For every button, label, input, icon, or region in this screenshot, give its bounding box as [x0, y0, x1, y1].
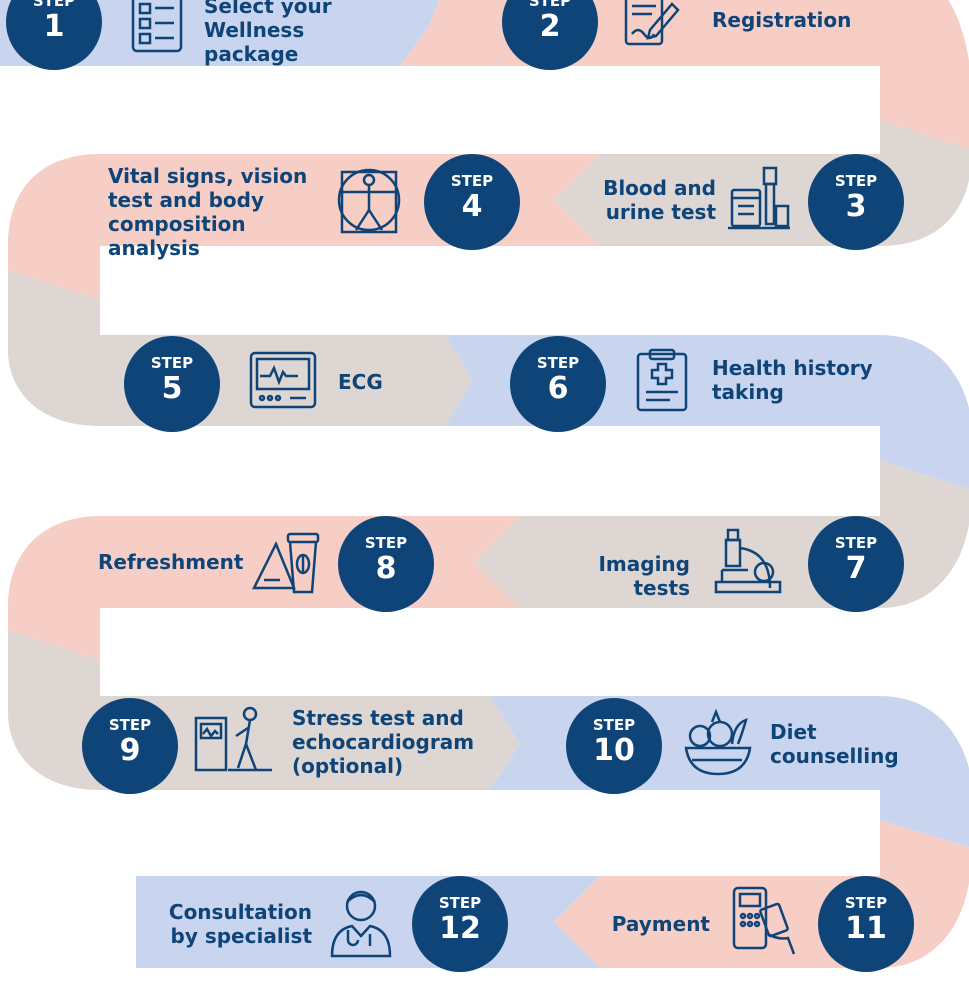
step-5-label: ECG: [338, 370, 383, 394]
vitruvian-man-icon: [334, 164, 404, 236]
step-3-label: Blood and urine test: [603, 176, 716, 224]
step-number: 3: [845, 189, 867, 224]
step-1-label: Select your Wellness package: [204, 0, 332, 66]
step-word: STEP: [528, 0, 572, 10]
lab-tubes-icon: [726, 164, 792, 236]
step-number: 11: [845, 911, 887, 946]
step-11-badge: STEP 11: [818, 876, 914, 972]
ecg-monitor-icon: [248, 350, 318, 410]
step-number: 9: [119, 733, 141, 768]
step-2-label: Registration: [712, 8, 852, 32]
step-6-label: Health history taking: [712, 356, 873, 404]
step-4-badge: STEP 4: [424, 154, 520, 250]
step-number: 5: [161, 371, 183, 406]
step-word: STEP: [150, 354, 194, 372]
step-9-label: Stress test and echocardiogram (optional…: [292, 706, 475, 778]
step-number: 10: [593, 733, 635, 768]
step-6-badge: STEP 6: [510, 336, 606, 432]
step-word: STEP: [834, 172, 878, 190]
step-5-badge: STEP 5: [124, 336, 220, 432]
step-word: STEP: [32, 0, 76, 10]
step-8-label: Refreshment: [98, 550, 244, 574]
clipboard-medical-icon: [634, 348, 690, 414]
step-word: STEP: [834, 534, 878, 552]
card-terminal-icon: [728, 884, 798, 960]
step-12-badge: STEP 12: [412, 876, 508, 972]
segment-step-5: [8, 270, 472, 426]
segment-step-1: [0, 0, 440, 66]
step-word: STEP: [592, 716, 636, 734]
step-7-badge: STEP 7: [808, 516, 904, 612]
treadmill-icon: [192, 704, 276, 776]
step-word: STEP: [364, 534, 408, 552]
step-word: STEP: [450, 172, 494, 190]
step-number: 4: [461, 189, 483, 224]
step-3-badge: STEP 3: [808, 154, 904, 250]
step-number: 6: [547, 371, 569, 406]
step-7-label: Imaging tests: [598, 552, 690, 600]
step-10-label: Diet counselling: [770, 720, 899, 768]
step-number: 7: [845, 551, 867, 586]
step-word: STEP: [438, 894, 482, 912]
checklist-icon: [130, 0, 184, 54]
step-4-label: Vital signs, vision test and body compos…: [108, 164, 308, 260]
step-number: 2: [539, 9, 561, 44]
coffee-sandwich-icon: [250, 524, 326, 598]
step-word: STEP: [108, 716, 152, 734]
step-number: 8: [375, 551, 397, 586]
step-number: 1: [43, 9, 65, 44]
step-9-badge: STEP 9: [82, 698, 178, 794]
step-number: 12: [439, 911, 481, 946]
form-pen-icon: [622, 0, 682, 50]
microscope-icon: [712, 526, 784, 598]
doctor-icon: [328, 884, 394, 960]
step-word: STEP: [844, 894, 888, 912]
step-8-badge: STEP 8: [338, 516, 434, 612]
step-word: STEP: [536, 354, 580, 372]
food-bowl-icon: [682, 708, 754, 778]
step-10-badge: STEP 10: [566, 698, 662, 794]
step-11-label: Payment: [611, 912, 710, 936]
step-12-label: Consultation by specialist: [168, 900, 312, 948]
